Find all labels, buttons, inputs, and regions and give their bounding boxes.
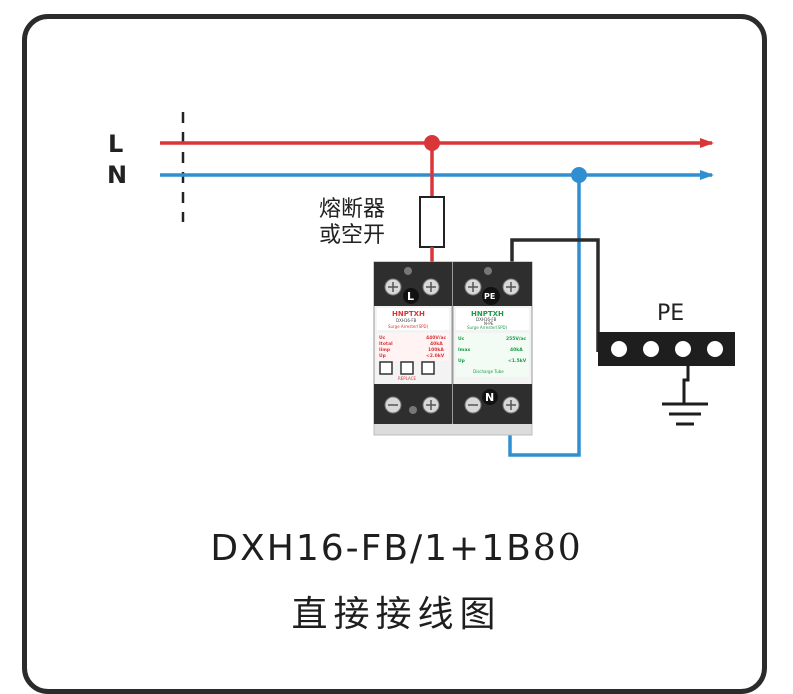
left-spec-value: 100kA [428,347,444,353]
right-spec-key: Imax [458,347,470,353]
right-module-sub: N-PE [484,321,494,326]
right-spec-value: <1.5kV [508,358,527,364]
fuse-label-line1: 熔断器 [319,197,385,222]
diagram-caption: 直接接线图 [291,594,502,635]
left-module-type: Surge Arrester(SPD) [388,324,429,329]
l-wire-label: L [108,130,123,158]
left-spec-key: Up [379,353,387,359]
fuse-box [419,196,445,248]
right-module-footer: Discharge Tube [473,369,504,374]
spd-module-right: PE HNPTXH DXH16-FB N-PE Surge Arrester(S… [452,261,533,424]
left-spec-key: Itotal [379,341,393,347]
right-spec-value: 40kA [510,347,523,353]
left-module-brand: HNPTXH [392,310,425,318]
wiring-diagram: L N 熔断器 或空开 L [107,112,735,457]
indicator-window [421,361,435,375]
terminal-n-label: N [485,391,494,404]
left-spec-value: 40kA [430,341,443,347]
right-module-type: Surge Arrester(SPD) [467,325,508,330]
left-spec-value: <2.0kV [426,353,445,359]
ground-symbol-icon [662,366,708,426]
n-wire-label: N [107,161,127,189]
pe-bar-label: PE [657,301,684,326]
indicator-window [379,361,393,375]
right-spec-key: Up [458,358,466,364]
right-spec-key: Uc [458,336,465,342]
pe-wire [510,238,600,352]
left-spec-value: 440V/ac [426,335,447,341]
fuse-label-line2: 或空开 [319,223,385,248]
terminal-l-badge [403,288,419,304]
right-module-model: DXH16-FB [476,317,497,322]
left-module-model: DXH16-FB [396,318,417,323]
left-module-footer: REPLACE [398,376,416,381]
model-suffix: 80 [532,528,583,569]
spd-module-left: L HNPTXH DXH16-FB Surge Arrester(SPD) Uc… [373,261,453,424]
n-drop-wire [508,175,581,457]
terminal-pe-badge [482,287,500,305]
indicator-window [400,361,414,375]
right-module-brand: HNPTXH [471,310,504,318]
left-spec-key: Uc [379,335,386,341]
left-module-spec-rows: Uc 440V/ac Itotal 40kA Iimp 100kA Up <2.… [379,335,447,359]
model-title: DXH16-FB/1+1B80 [0,528,793,569]
right-spec-value: 255V/ac [506,336,527,342]
terminal-l-label: L [407,290,414,303]
model-prefix: DXH16-FB/1+1B [210,528,533,569]
left-spec-key: Iimp [379,347,391,353]
pe-terminal-bar [598,332,735,366]
terminal-pe-label: PE [484,292,495,301]
right-module-spec-rows: Uc 255V/ac Imax 40kA Up <1.5kV [458,336,527,364]
terminal-n-badge [482,389,498,405]
surge-protector-assembly: L HNPTXH DXH16-FB Surge Arrester(SPD) Uc… [373,261,533,436]
